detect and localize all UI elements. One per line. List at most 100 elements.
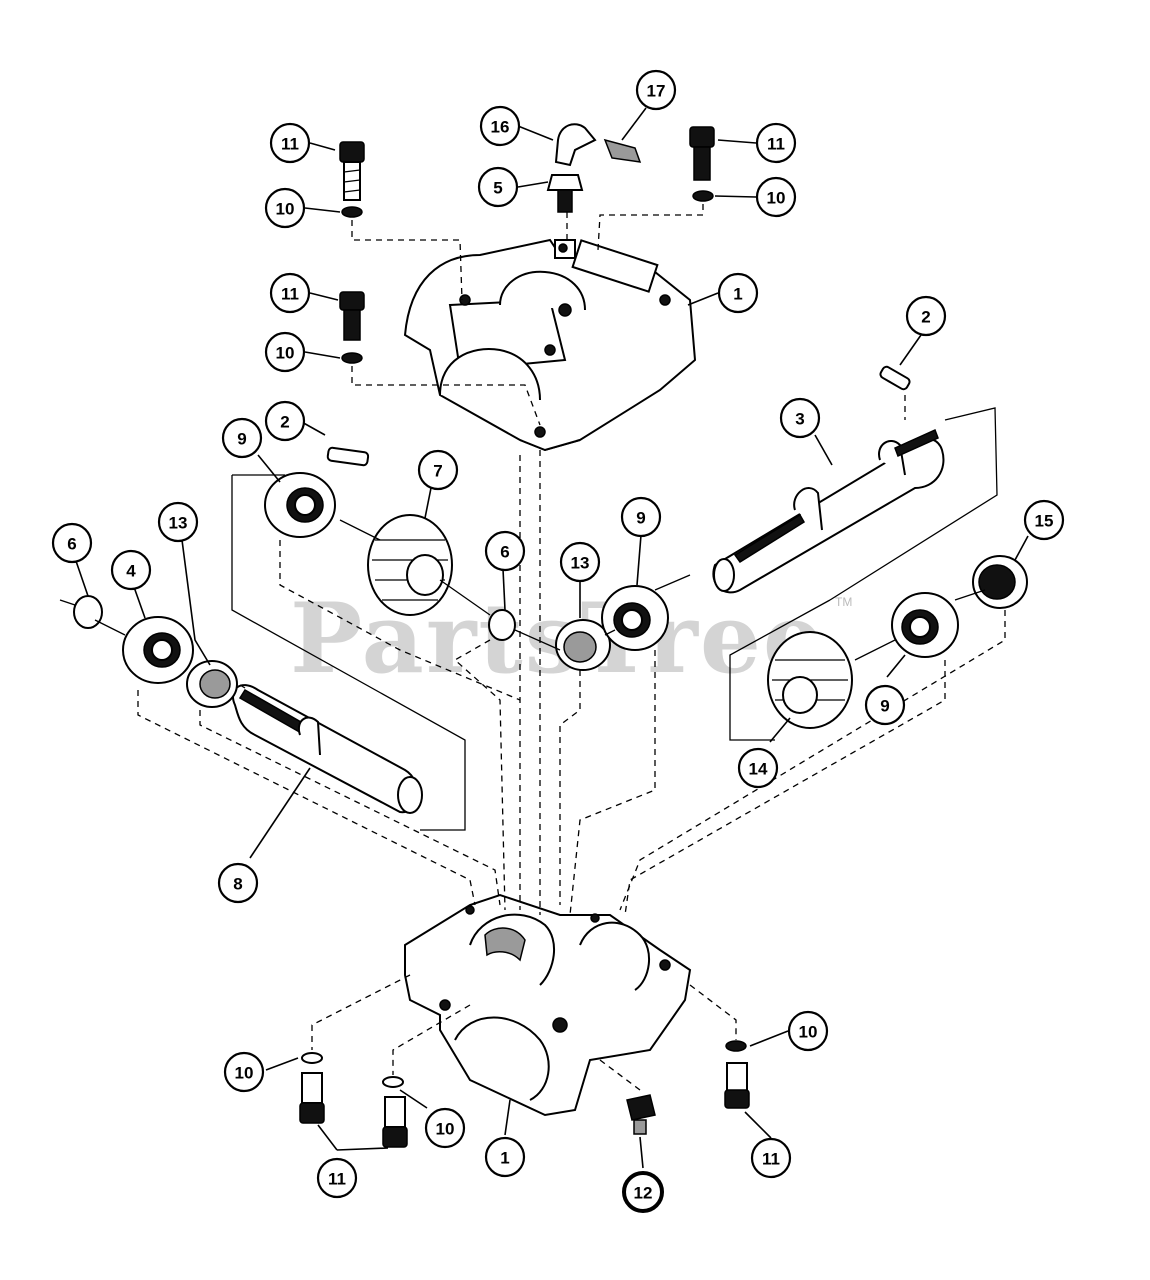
- ring-6-left: [73, 595, 103, 629]
- callout-8: 8: [217, 862, 259, 904]
- bolt-11-bottom-a: [299, 1072, 325, 1124]
- callout-label: 10: [436, 1120, 455, 1139]
- callout-13: 13: [559, 541, 601, 583]
- callout-1: 1: [484, 1136, 526, 1178]
- group-outlines: [59, 407, 998, 831]
- callout-label: 6: [67, 535, 76, 554]
- callout-label: 16: [491, 118, 510, 137]
- callout-4: 4: [110, 549, 152, 591]
- callout-label: 4: [126, 562, 136, 581]
- callout-circle: [484, 530, 526, 572]
- callout-circle: [316, 1157, 358, 1199]
- callout-circle: [484, 1136, 526, 1178]
- seal-13-mid: [555, 619, 611, 671]
- callout-circle: [737, 747, 779, 789]
- plug-12: [626, 1094, 656, 1135]
- callout-circle: [620, 496, 662, 538]
- callout-9: 9: [221, 417, 263, 459]
- callout-circle: [477, 166, 519, 208]
- callout-10: 10: [264, 331, 306, 373]
- callout-label: 10: [276, 200, 295, 219]
- bearing-4: [122, 616, 194, 684]
- bolt-11-bottom-b: [382, 1096, 408, 1148]
- callout-17: 17: [635, 69, 677, 111]
- callout-circle: [264, 331, 306, 373]
- callout-label: 11: [762, 1150, 780, 1169]
- callout-13: 13: [157, 501, 199, 543]
- callout-circle: [424, 1107, 466, 1149]
- callout-circle: [221, 417, 263, 459]
- callout-label: 13: [169, 514, 188, 533]
- grease-17: [603, 138, 642, 163]
- washer-10-f: [725, 1040, 747, 1052]
- callout-label: 11: [328, 1170, 346, 1189]
- callout-10: 10: [787, 1010, 829, 1052]
- callout-label: 1: [500, 1149, 509, 1168]
- washer-10-b: [692, 190, 714, 202]
- callout-label: 10: [235, 1064, 254, 1083]
- washer-10-c: [341, 352, 363, 364]
- callout-16: 16: [479, 105, 521, 147]
- gear-14: [767, 631, 853, 729]
- callout-label: 17: [647, 82, 666, 101]
- washer-10-e: [382, 1076, 404, 1088]
- callout-7: 7: [417, 449, 459, 491]
- callout-9: 9: [620, 496, 662, 538]
- elbow-16: [554, 123, 597, 167]
- callout-label: 13: [571, 554, 590, 573]
- bolt-11-top-right: [689, 126, 715, 181]
- callout-circle: [479, 105, 521, 147]
- bearing-9-left: [264, 472, 336, 538]
- callout-label: 9: [237, 430, 246, 449]
- washer-10-a: [341, 206, 363, 218]
- callout-label: 9: [880, 697, 889, 716]
- callout-10: 10: [424, 1107, 466, 1149]
- ring-6-mid: [488, 609, 516, 641]
- alignment-lines: [137, 204, 1006, 1091]
- callout-label: 6: [500, 543, 509, 562]
- callout-2: 2: [264, 400, 306, 442]
- callout-circle: [635, 69, 677, 111]
- callout-label: 10: [767, 189, 786, 208]
- key-2-left: [326, 446, 370, 467]
- callout-11: 11: [316, 1157, 358, 1199]
- upper-housing: [403, 238, 697, 452]
- shaft-8: [232, 684, 423, 814]
- callout-label: 10: [799, 1023, 818, 1042]
- bolt-11-top-left: [339, 141, 365, 201]
- callout-circle: [755, 176, 797, 218]
- callout-label: 11: [281, 135, 299, 154]
- callout-circle: [269, 122, 311, 164]
- callout-9: 9: [864, 684, 906, 726]
- callout-circle: [755, 122, 797, 164]
- gear-7: [367, 514, 453, 616]
- watermark-trademark: TM: [835, 595, 852, 609]
- key-2-right: [879, 365, 911, 391]
- callout-11: 11: [755, 122, 797, 164]
- callout-11: 11: [750, 1137, 792, 1179]
- callout-label: 7: [433, 462, 442, 481]
- callout-circle: [905, 295, 947, 337]
- callout-11: 11: [269, 272, 311, 314]
- callout-label: 2: [280, 413, 289, 432]
- callout-circle: [1023, 499, 1065, 541]
- callout-6: 6: [484, 530, 526, 572]
- callout-circle: [264, 400, 306, 442]
- callout-10: 10: [223, 1051, 265, 1093]
- callout-circle: [787, 1010, 829, 1052]
- callout-circle: [269, 272, 311, 314]
- callout-circle: [779, 397, 821, 439]
- callout-circle: [864, 684, 906, 726]
- callout-10: 10: [264, 187, 306, 229]
- callout-circle: [417, 449, 459, 491]
- fitting-5: [546, 174, 584, 213]
- callout-label: 15: [1035, 512, 1054, 531]
- callout-label: 10: [276, 344, 295, 363]
- callout-circle: [750, 1137, 792, 1179]
- callout-11: 11: [269, 122, 311, 164]
- lower-housing: [404, 893, 692, 1117]
- callout-label: 1: [733, 285, 742, 304]
- callout-3: 3: [779, 397, 821, 439]
